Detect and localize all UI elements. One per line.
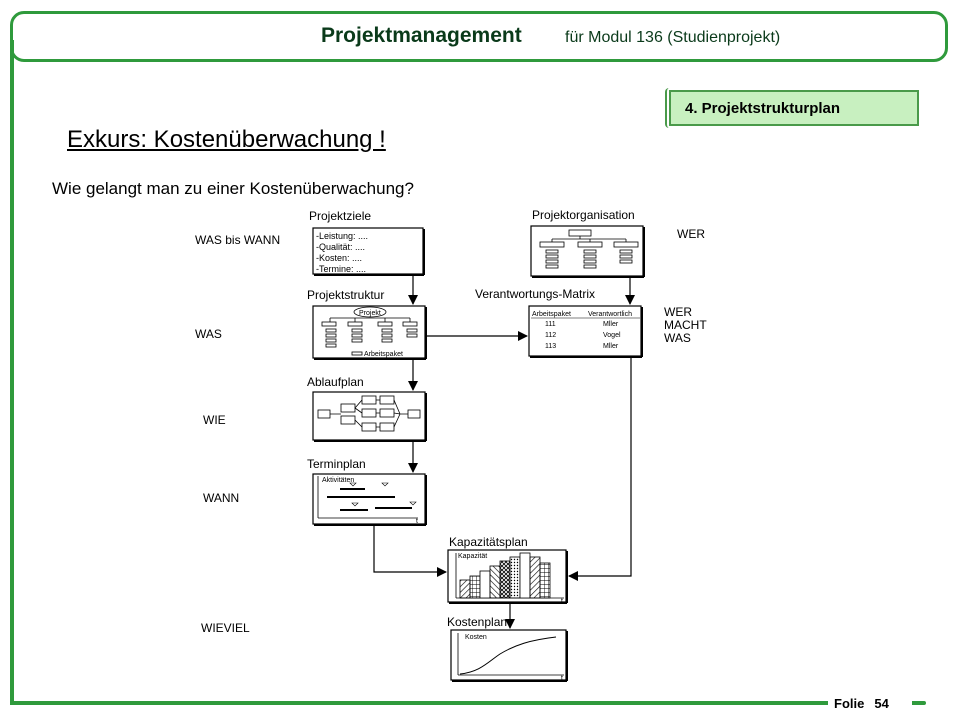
label-wer: WER	[677, 227, 705, 241]
matrix-header-verantwortlich: Verantwortlich	[588, 311, 632, 318]
matrix-row1-paket: 111	[545, 321, 556, 328]
header-subtitle: für Modul 136 (Studienprojekt)	[565, 29, 781, 46]
question-text: Wie gelangt man zu einer Kostenüberwachu…	[52, 179, 414, 198]
projektziele-box: -Leistung: .... -Qualität: .... -Kosten:…	[312, 227, 425, 276]
box-title-projektorganisation: Projektorganisation	[532, 208, 635, 222]
kosten-axis-t: t	[561, 675, 563, 682]
label-wer-2: WER	[664, 305, 692, 319]
slide-title: Exkurs: Kostenüberwachung !	[67, 126, 386, 153]
frame-left-border	[10, 40, 14, 705]
box-title-terminplan: Terminplan	[307, 457, 366, 471]
kapazitaet-label: Kapazität	[458, 553, 487, 560]
box-title-verantwortungsmatrix: Verantwortungs-Matrix	[475, 287, 595, 301]
connectors	[373, 275, 635, 629]
footer-slide-number: Folie 54	[834, 696, 889, 711]
section-tag: 4. Projektstrukturplan	[665, 88, 919, 128]
label-wie: WIE	[203, 413, 226, 427]
footer-label: Folie	[834, 696, 865, 711]
ziel-leistung: -Leistung: ....	[316, 231, 368, 241]
box-title-projektziele: Projektziele	[309, 209, 371, 223]
kosten-label: Kosten	[465, 634, 487, 641]
label-was-2: WAS	[664, 331, 691, 345]
terminplan-box: Aktivitäten t	[312, 473, 427, 526]
matrix-row1-person: Mller	[603, 321, 619, 328]
label-macht: MACHT	[664, 318, 707, 332]
label-wieviel: WIEVIEL	[201, 621, 250, 635]
box-title-kapazitaetsplan: Kapazitätsplan	[449, 535, 528, 549]
ziel-qualitaet: -Qualität: ....	[316, 242, 365, 252]
ziel-termine: -Termine: ....	[316, 264, 366, 274]
box-title-ablaufplan: Ablaufplan	[307, 375, 364, 389]
projektstruktur-box: Projekt Arbeitspaket	[312, 305, 427, 360]
frame-bottom-border-end	[912, 701, 926, 705]
header-title: Projektmanagement	[321, 24, 522, 47]
matrix-row2-paket: 112	[545, 332, 556, 339]
matrix-row3-paket: 113	[545, 343, 556, 350]
label-wann: WANN	[203, 491, 239, 505]
ablaufplan-box	[312, 391, 427, 442]
box-title-kostenplan: Kostenplan	[447, 615, 507, 629]
matrix-row2-person: Vogel	[603, 332, 621, 339]
termin-axis-t: t	[416, 518, 418, 525]
kapazitaet-axis-t: t	[561, 598, 563, 605]
kapazitaetsplan-box: Kapazität t	[447, 549, 568, 605]
projektorganisation-box	[530, 225, 645, 278]
header-frame	[10, 11, 948, 62]
footer-number: 54	[874, 696, 889, 711]
struktur-arbeitspaket-label: Arbeitspaket	[364, 351, 403, 358]
matrix-header-arbeitspaket: Arbeitspaket	[532, 311, 571, 318]
kostenplan-box: Kosten t	[450, 629, 568, 682]
ziel-kosten: -Kosten: ....	[316, 253, 362, 263]
label-was: WAS	[195, 327, 222, 341]
frame-bottom-border	[10, 701, 828, 705]
struktur-projekt-label: Projekt	[359, 310, 381, 317]
termin-aktivitaeten-label: Aktivitäten	[322, 477, 354, 484]
box-title-projektstruktur: Projektstruktur	[307, 288, 384, 302]
matrix-row3-person: Mller	[603, 343, 619, 350]
label-was-bis-wann: WAS bis WANN	[195, 233, 280, 247]
verantwortungsmatrix-box: Arbeitspaket Verantwortlich 111 Mller 11…	[528, 305, 643, 358]
